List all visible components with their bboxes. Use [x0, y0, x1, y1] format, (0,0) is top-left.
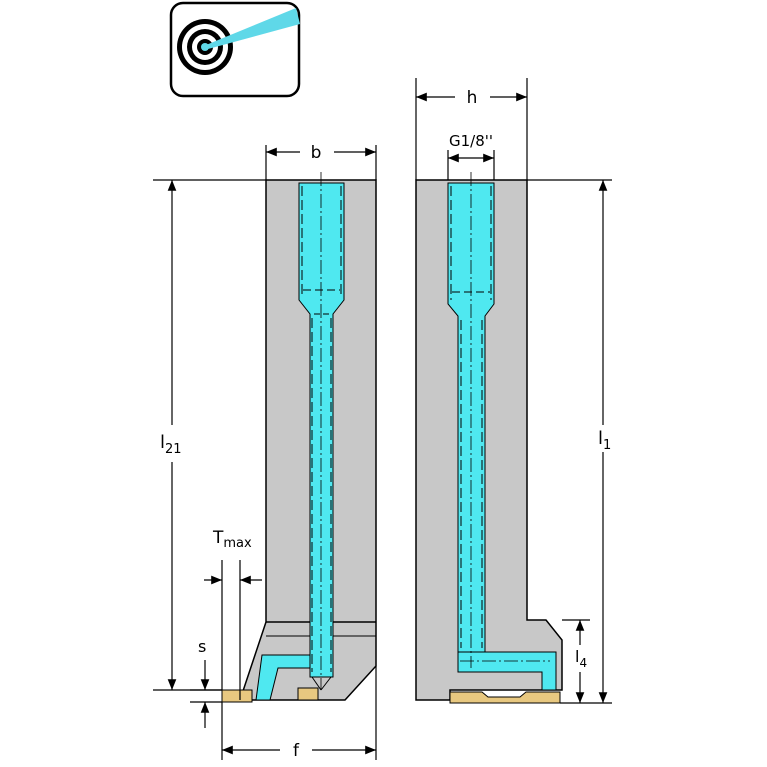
- dim-h-label: h: [467, 88, 478, 108]
- dim-l21-label: l21: [160, 432, 182, 457]
- thread-label: G1/8'': [449, 132, 493, 150]
- dim-tmax-label: Tmax: [212, 528, 252, 551]
- right-view: [415, 172, 563, 704]
- dimensions: [153, 78, 612, 760]
- left-insert: [221, 689, 253, 703]
- dim-b-label: b: [311, 143, 322, 163]
- dim-f-label: f: [293, 741, 300, 761]
- target-coolant-jet-icon: [169, 1, 301, 98]
- dim-s-label: s: [198, 637, 206, 656]
- dim-l4-label: l4: [575, 647, 587, 670]
- left-view: [221, 172, 377, 703]
- dim-l1-label: l1: [598, 428, 611, 453]
- right-insert-row: [449, 691, 561, 704]
- left-insert-center: [297, 687, 319, 701]
- left-coolant-channel: [298, 182, 345, 678]
